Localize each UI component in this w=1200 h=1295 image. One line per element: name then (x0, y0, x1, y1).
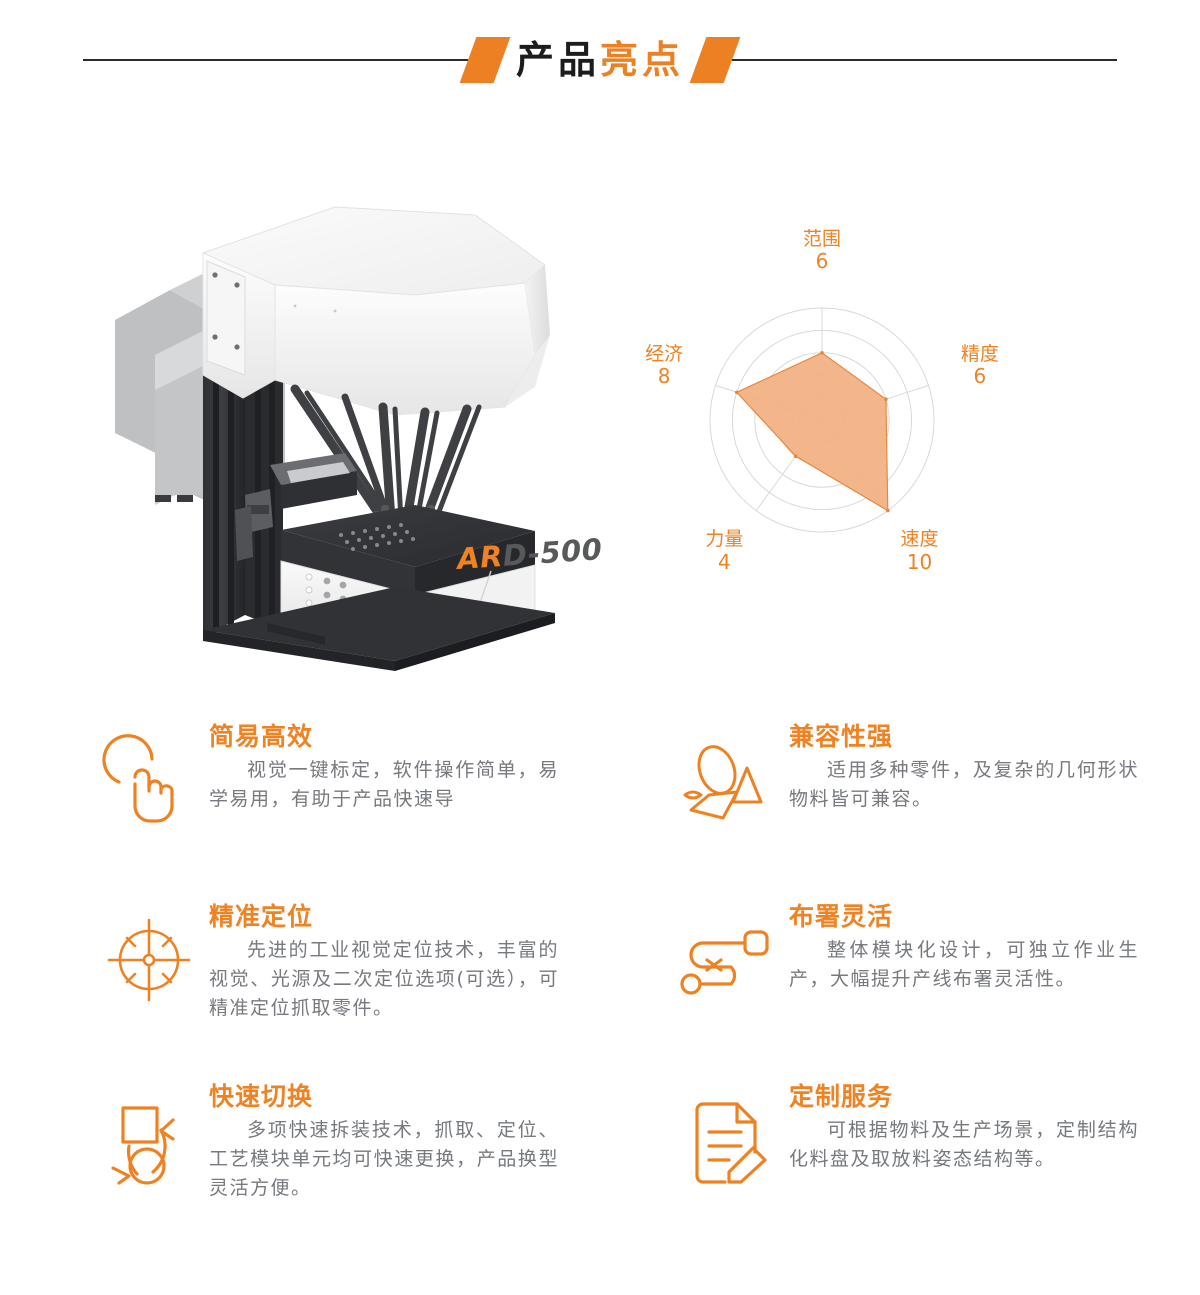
feature-description: 多项快速拆装技术，抓取、定位、工艺模块单元均可快速更换，产品换型灵活方便。 (209, 1119, 559, 1199)
feature-description: 可根据物料及生产场景，定制结构化料盘及取放料姿态结构等。 (789, 1119, 1139, 1170)
radar-label-name: 速度 (900, 528, 939, 551)
capability-radar-chart: 范围 6 精度 6 速度 10 力量 4 经济 8 (632, 228, 1022, 620)
model-prefix: AR (455, 538, 505, 577)
feature-title: 定制服务 (789, 1082, 894, 1111)
page-title: 产品亮点 (516, 41, 684, 79)
feature-description: 视觉一键标定，软件操作简单，易学易用，有助于产品快速导 (209, 759, 559, 810)
feature-item-compatibility: 兼容性强 适用多种零件，及复杂的几何形状物料皆可兼容。 (675, 720, 1200, 828)
feature-description: 先进的工业视觉定位技术，丰富的视觉、光源及二次定位选项(可选），可精准定位抓取零… (209, 939, 559, 1019)
radar-label-name: 精度 (960, 342, 999, 365)
radar-label-value: 6 (973, 364, 987, 389)
radar-label-liliang: 力量 4 (684, 528, 764, 574)
feature-title: 简易高效 (209, 722, 314, 751)
base-plate (203, 587, 555, 671)
crosshair-target-icon (95, 900, 203, 1008)
feature-item-flexible-deployment: 布署灵活 整体模块化设计，可独立作业生产，大幅提升产线布署灵活性。 (675, 900, 1200, 1008)
radar-label-name: 范围 (802, 228, 841, 250)
radar-label-name: 力量 (705, 528, 744, 551)
document-pencil-icon (675, 1080, 783, 1188)
feature-item-custom-service: 定制服务 可根据物料及生产场景，定制结构化料盘及取放料姿态结构等。 (675, 1080, 1200, 1188)
slash-left-icon (459, 37, 511, 83)
radar-label-jingji: 经济 8 (624, 343, 704, 389)
feature-title: 快速切换 (209, 1082, 314, 1111)
feature-item-simple-efficient: 简易高效 视觉一键标定，软件操作简单，易学易用，有助于产品快速导 (95, 720, 655, 828)
swap-module-icon (95, 1080, 203, 1188)
radar-label-fanwei: 范围 6 (782, 228, 862, 274)
flexible-route-icon (675, 900, 783, 1008)
top-hood (201, 206, 550, 416)
radar-data-area (735, 352, 889, 512)
feature-title: 精准定位 (209, 902, 314, 931)
header-rule-right (732, 59, 1118, 61)
feature-grid: 简易高效 视觉一键标定，软件操作简单，易学易用，有助于产品快速导 兼容性强 适用… (0, 700, 1200, 1260)
page-header: 产品亮点 (0, 0, 1200, 120)
feature-title: 兼容性强 (789, 722, 894, 751)
parts-bin (281, 505, 535, 595)
radar-label-value: 8 (657, 364, 671, 389)
shapes-parts-icon (675, 720, 783, 828)
feature-title: 布署灵活 (789, 902, 894, 931)
touch-tap-icon (95, 720, 203, 828)
model-suffix: D-500 (501, 531, 604, 573)
product-image: ARD-500 (95, 175, 615, 675)
header-rule-left (82, 59, 468, 61)
feature-description: 整体模块化设计，可独立作业生产，大幅提升产线布署灵活性。 (789, 939, 1139, 990)
product-render (115, 206, 555, 671)
page-title-accent: 亮点 (600, 38, 685, 82)
radar-label-value: 4 (718, 549, 731, 574)
page-title-dark: 产品 (515, 38, 600, 82)
radar-label-name: 经济 (645, 342, 684, 365)
feature-item-precise-positioning: 精准定位 先进的工业视觉定位技术，丰富的视觉、光源及二次定位选项(可选），可精准… (95, 900, 655, 1023)
radar-label-value: 6 (815, 249, 829, 274)
camera-module (235, 453, 357, 561)
radar-label-jingdu: 精度 6 (940, 343, 1020, 389)
feature-item-quick-changeover: 快速切换 多项快速拆装技术，抓取、定位、工艺模块单元均可快速更换，产品换型灵活方… (95, 1080, 655, 1203)
radar-svg (709, 307, 935, 533)
delta-arms (290, 384, 482, 526)
feature-description: 适用多种零件，及复杂的几何形状物料皆可兼容。 (789, 759, 1139, 810)
radar-label-sudu: 速度 10 (880, 528, 960, 574)
radar-label-value: 10 (906, 549, 933, 574)
radar-data-points (734, 351, 890, 513)
